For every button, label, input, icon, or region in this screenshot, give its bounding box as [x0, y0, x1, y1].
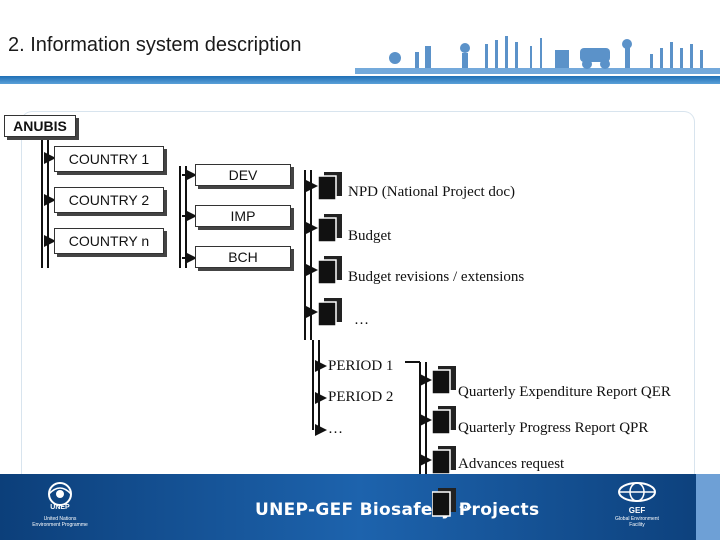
banner-figure-icon	[389, 52, 401, 64]
root-node-anubis: ANUBIS	[4, 115, 76, 137]
document-icon	[318, 256, 342, 285]
report-document-icon	[432, 488, 456, 517]
document-icon	[318, 298, 342, 327]
footer-band	[0, 474, 720, 540]
module-node-bch: BCH	[195, 246, 291, 268]
unep-emblem-icon	[48, 482, 72, 506]
unep-logo-text: UNEP	[50, 504, 70, 511]
report-label-qer: Quarterly Expenditure Report QER	[458, 384, 671, 400]
period-label-2: PERIOD 2	[328, 389, 394, 405]
report-document-icon	[432, 446, 456, 475]
report-document-icon	[432, 366, 456, 395]
content-panel	[22, 112, 694, 494]
footer-title: UNEP-GEF Biosafety Projects	[255, 500, 540, 520]
document-icon	[318, 214, 342, 243]
period-label-more: …	[328, 421, 343, 437]
country-node-2: COUNTRY 2	[54, 187, 164, 213]
module-node-dev: DEV	[195, 164, 291, 186]
footer-side-panel	[696, 474, 720, 540]
document-icon	[318, 172, 342, 201]
report-document-icon	[432, 406, 456, 435]
slide-title: 2. Information system description	[8, 34, 302, 56]
banner-art	[355, 36, 720, 74]
report-label-qpr: Quarterly Progress Report QPR	[458, 420, 649, 436]
unep-caption: United Nations Environment Programme	[32, 516, 88, 528]
country-node-n: COUNTRY n	[54, 228, 164, 254]
report-label-advances: Advances request	[458, 456, 565, 472]
document-label-more: …	[354, 312, 369, 328]
period-label-1: PERIOD 1	[328, 358, 394, 374]
gef-globe-icon	[618, 482, 656, 502]
gef-caption: Global Environment Facility	[615, 516, 659, 528]
document-label-budget: Budget	[348, 228, 392, 244]
title-rule	[0, 76, 720, 84]
country-node-1: COUNTRY 1	[54, 146, 164, 172]
document-label-budget-revisions: Budget revisions / extensions	[348, 269, 525, 285]
report-label-more: …	[458, 496, 473, 512]
module-node-imp: IMP	[195, 205, 291, 227]
title-band	[0, 30, 360, 66]
gef-logo-text: GEF	[628, 506, 646, 515]
document-label-npd: NPD (National Project doc)	[348, 184, 516, 200]
